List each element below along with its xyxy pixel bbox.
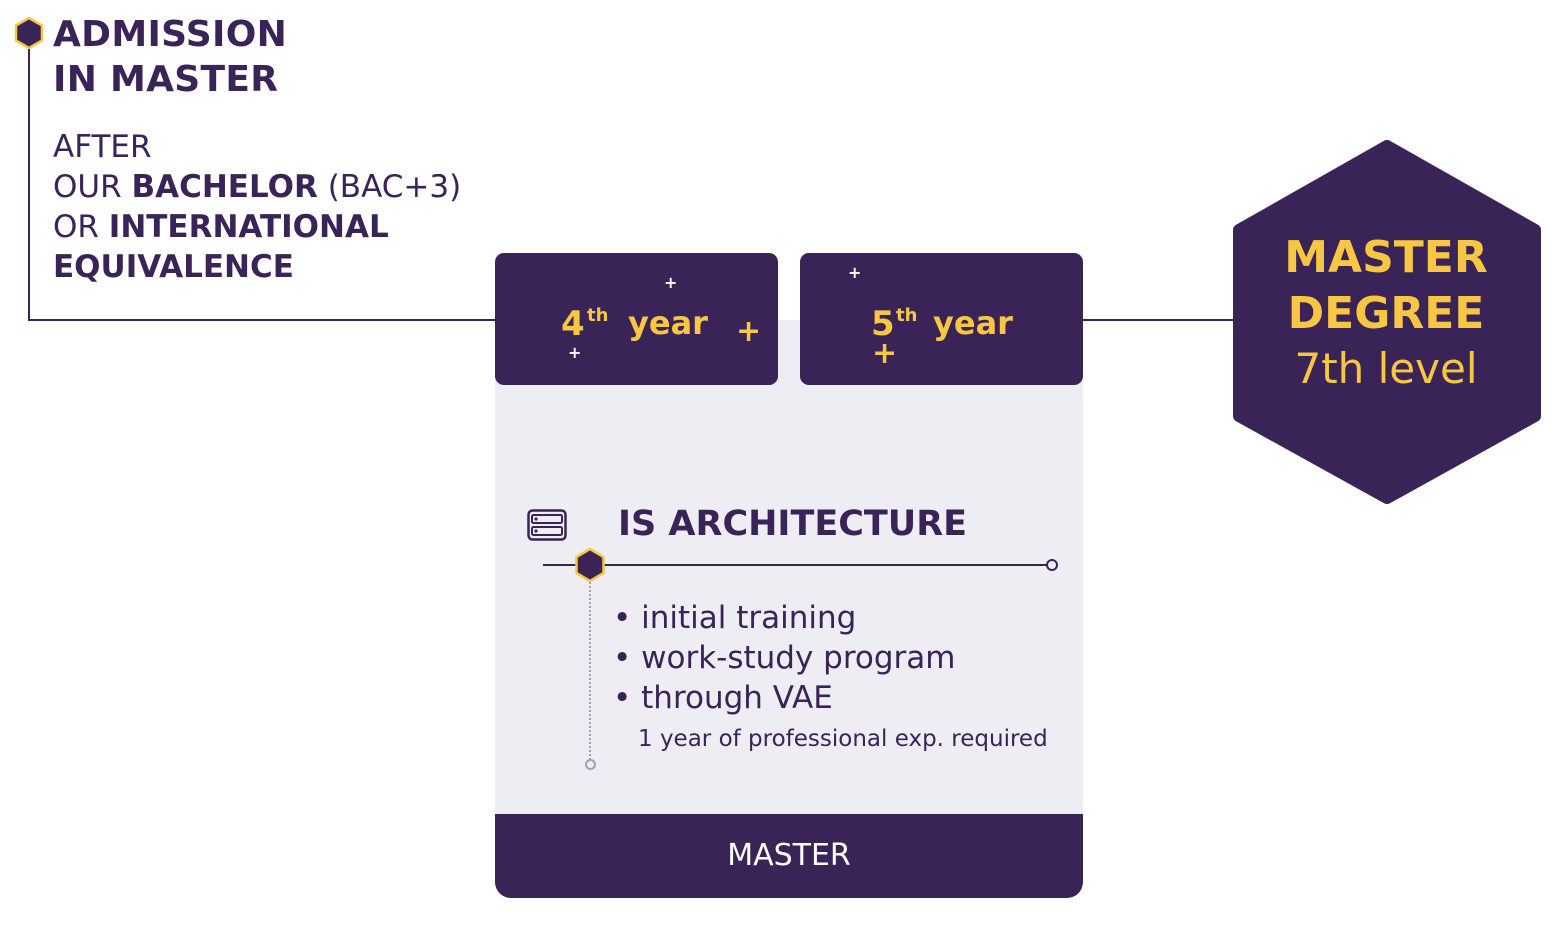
degree-line1: MASTER <box>1284 232 1488 283</box>
admission-line3: OR INTERNATIONAL <box>53 207 461 247</box>
admission-line2: OUR BACHELOR (BAC+3) <box>53 167 461 207</box>
dotted-connector-end <box>585 759 596 770</box>
dotted-connector <box>589 582 591 760</box>
list-item: through VAE <box>613 678 956 718</box>
connector-to-year-cards <box>28 319 496 321</box>
connector-vertical <box>28 40 30 321</box>
plus-decoration: + <box>568 343 582 362</box>
admission-title: ADMISSION IN MASTER <box>53 12 287 102</box>
vae-requirement-note: 1 year of professional exp. required <box>638 726 1048 752</box>
admission-line3-pre: OR <box>53 209 109 245</box>
program-title: IS ARCHITECTURE <box>618 504 968 544</box>
year-suffix: th <box>587 305 609 326</box>
server-icon <box>527 509 567 541</box>
degree-label: MASTER DEGREE 7th level <box>1233 230 1539 396</box>
program-modes-list: initial training work-study program thro… <box>613 598 956 718</box>
plus-decoration: + <box>872 336 898 371</box>
admission-title-line2: IN MASTER <box>53 59 279 100</box>
degree-hexagon <box>1233 140 1541 504</box>
year-card-4th: 4 th year + + + <box>495 253 778 385</box>
admission-line3-bold: INTERNATIONAL <box>108 209 389 245</box>
admission-line2-post: (BAC+3) <box>317 169 462 205</box>
year-number: 4 <box>561 304 585 344</box>
admission-line4: EQUIVALENCE <box>53 247 461 287</box>
degree-line2: DEGREE <box>1287 288 1485 339</box>
hexagon-marker-icon <box>575 547 605 583</box>
plus-decoration: + <box>848 263 862 282</box>
admission-conditions: AFTER OUR BACHELOR (BAC+3) OR INTERNATIO… <box>53 127 461 287</box>
list-item: work-study program <box>613 638 955 678</box>
year-suffix: th <box>896 305 918 326</box>
year-card-5th: 5 th year + + <box>800 253 1083 385</box>
admission-line1: AFTER <box>53 129 152 165</box>
list-item: initial training <box>613 598 956 638</box>
connector-to-degree <box>1083 319 1235 321</box>
year-number: 5 <box>871 304 895 344</box>
year-word: year <box>933 304 1013 342</box>
program-title-underline <box>543 564 1049 566</box>
admission-line2-bold: BACHELOR <box>131 169 318 205</box>
program-footer-label: MASTER <box>727 838 851 873</box>
hexagon-bullet-icon <box>14 16 44 50</box>
program-footer: MASTER <box>495 814 1083 898</box>
admission-title-line1: ADMISSION <box>53 14 288 55</box>
year-word: year <box>628 304 708 342</box>
line-end-dot <box>1046 559 1058 571</box>
admission-line4-bold: EQUIVALENCE <box>53 249 294 285</box>
plus-decoration: + <box>664 273 678 292</box>
plus-decoration: + <box>736 314 762 349</box>
admission-line2-pre: OUR <box>53 169 132 205</box>
degree-level: 7th level <box>1294 344 1478 393</box>
